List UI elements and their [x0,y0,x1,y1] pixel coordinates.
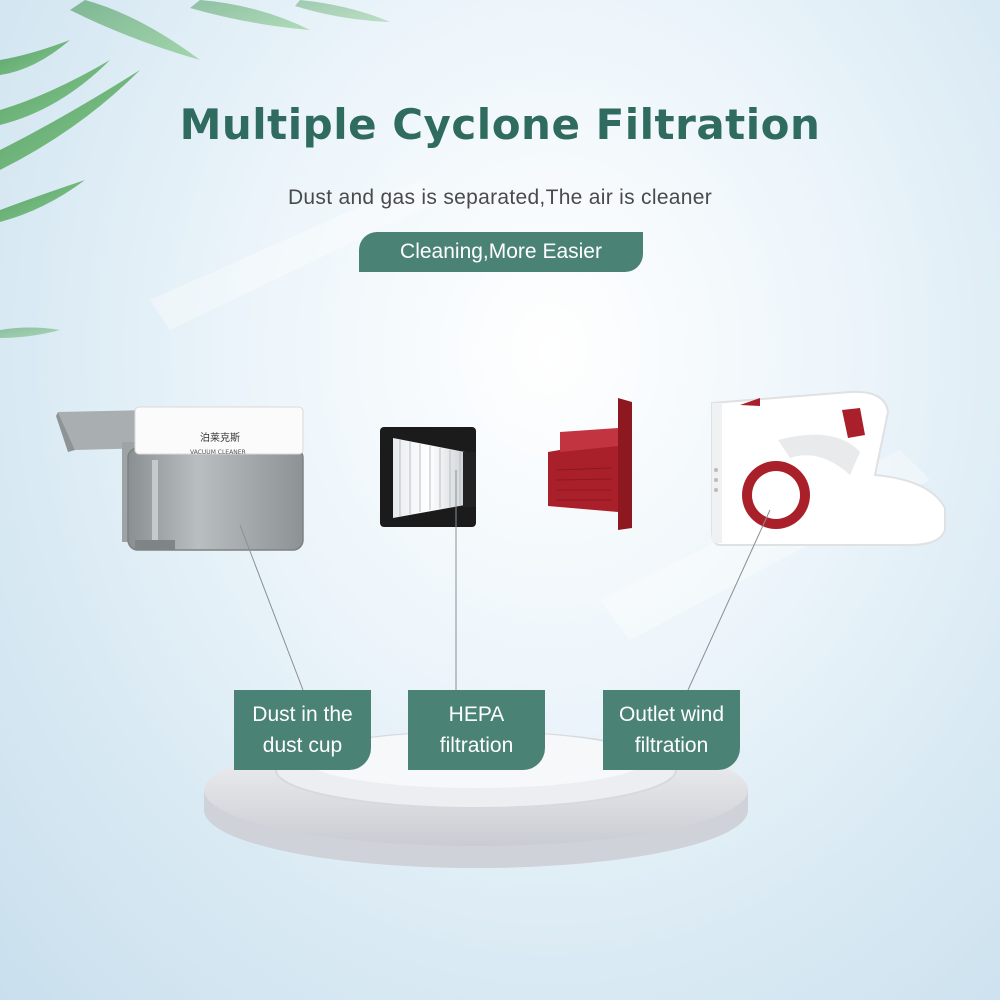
callout-line: HEPA [448,703,505,726]
callout-outlet-wind: Outlet wind filtration [603,690,740,770]
cyclone-part-illustration [548,398,632,530]
callout-dust-cup: Dust in the dust cup [234,690,371,770]
callout-line: dust cup [262,734,343,757]
brand-cn-text: 泊莱克斯 [200,431,240,444]
brand-en-text: VACUUM CLEANER [190,449,246,456]
callout-line: Outlet wind [618,703,725,726]
hepa-filter-illustration [380,427,476,527]
callout-line: Dust in the [252,703,353,726]
callout-line: filtration [634,734,709,757]
callout-line: filtration [439,734,514,757]
page-subtitle: Dust and gas is separated,The air is cle… [287,186,713,209]
page-title: Multiple Cyclone Filtration [179,100,821,149]
callout-hepa: HEPA filtration [408,690,545,770]
leader-lines [239,470,771,691]
vacuum-body-illustration [711,390,946,546]
dust-cup-illustration [56,406,304,551]
palm-leaves [0,0,390,338]
feature-badge: Cleaning,More Easier [359,232,643,272]
